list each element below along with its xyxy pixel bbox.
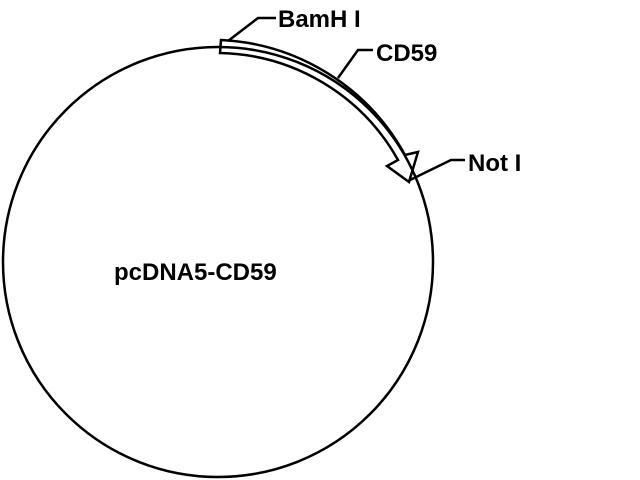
noti-site-label: Not I: [468, 150, 521, 177]
insert-leader-cd59: [336, 48, 373, 79]
plasmid-name: pcDNA5-CD59: [114, 259, 277, 286]
bamhi-site-leader: [227, 16, 276, 42]
plasmid-backbone-circle: [1, 45, 435, 479]
insert-arrow-cd59: [218, 38, 420, 185]
bamhi-site-label: BamH I: [278, 6, 361, 33]
insert-label-cd59: CD59: [376, 40, 437, 67]
noti-site-leader: [409, 158, 465, 182]
